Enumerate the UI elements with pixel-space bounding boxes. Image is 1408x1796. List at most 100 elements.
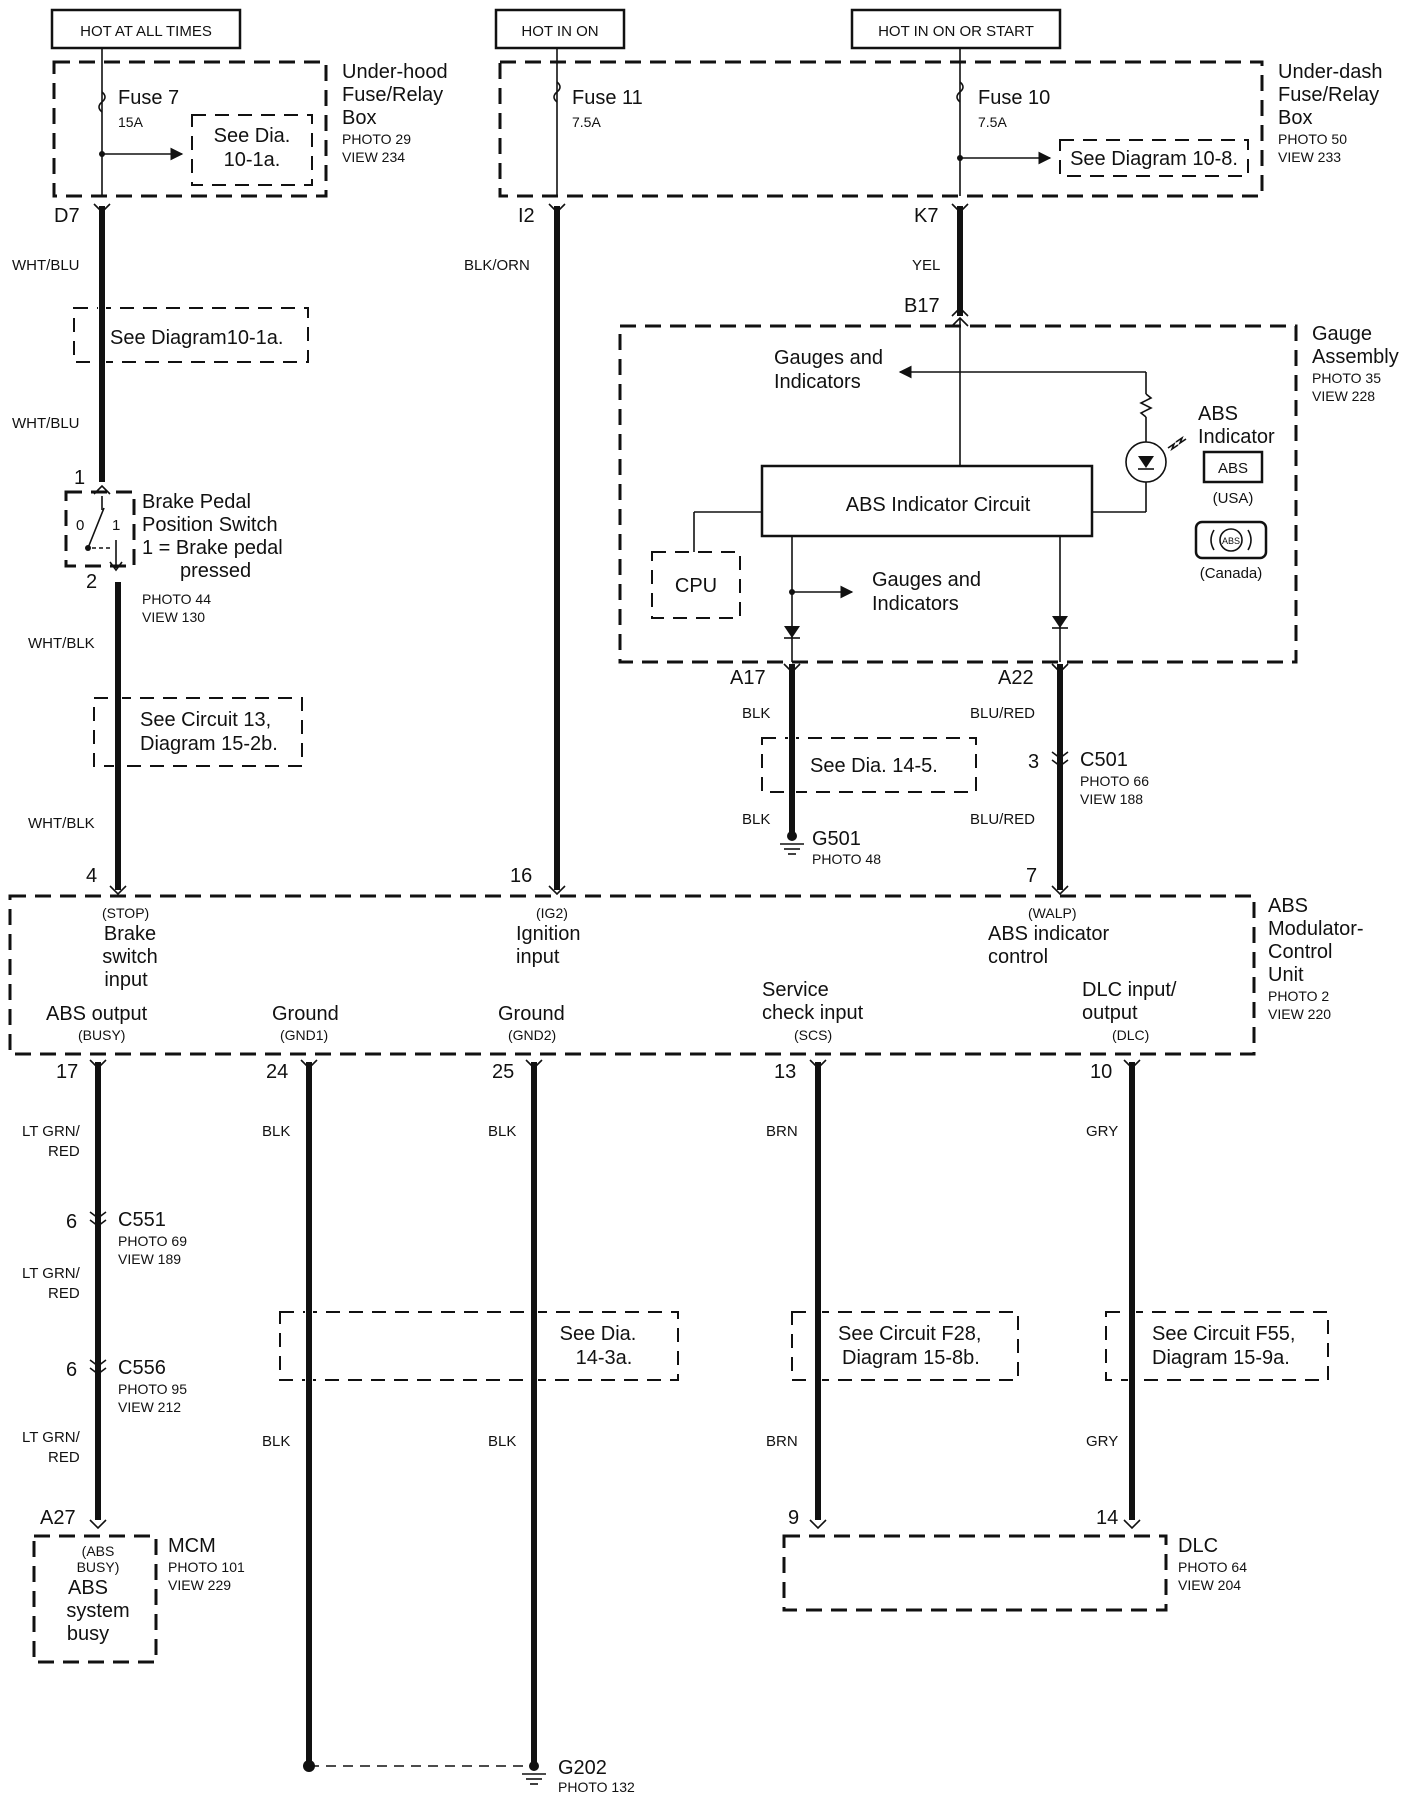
svg-text:See Circuit F55,: See Circuit F55,	[1152, 1323, 1295, 1345]
svg-text:LT GRN/: LT GRN/	[22, 1429, 81, 1446]
svg-text:Gauge: Gauge	[1312, 323, 1372, 345]
svg-text:check input: check input	[762, 1002, 864, 1024]
see-dia-14-5: See Dia. 14-5.	[761, 736, 977, 794]
svg-text:Assembly: Assembly	[1312, 346, 1399, 368]
svg-text:(ABS: (ABS	[82, 1543, 115, 1559]
svg-text:VIEW 188: VIEW 188	[1080, 791, 1143, 807]
svg-text:(WALP): (WALP)	[1028, 905, 1076, 921]
svg-text:PHOTO 64: PHOTO 64	[1178, 1559, 1247, 1575]
svg-text:Modulator-: Modulator-	[1268, 918, 1364, 940]
svg-text:G501: G501	[812, 828, 861, 850]
svg-text:Ground: Ground	[272, 1003, 339, 1025]
svg-text:1 = Brake pedal: 1 = Brake pedal	[142, 537, 283, 559]
svg-text:VIEW 229: VIEW 229	[168, 1577, 231, 1593]
svg-text:15A: 15A	[118, 114, 144, 130]
svg-text:See Circuit 13,: See Circuit 13,	[140, 709, 271, 731]
svg-text:switch: switch	[102, 946, 158, 968]
svg-text:24: 24	[266, 1061, 288, 1083]
svg-text:PHOTO 2: PHOTO 2	[1268, 988, 1329, 1004]
svg-text:Brake: Brake	[104, 923, 156, 945]
svg-text:ABS: ABS	[1198, 403, 1238, 425]
svg-text:VIEW 130: VIEW 130	[142, 609, 205, 625]
svg-text:A27: A27	[40, 1507, 76, 1529]
svg-text:(SCS): (SCS)	[794, 1027, 832, 1043]
svg-text:PHOTO 29: PHOTO 29	[342, 131, 411, 147]
hot-label-on-start: HOT IN ON OR START	[850, 8, 1062, 50]
svg-text:RED: RED	[48, 1449, 80, 1466]
svg-text:LT GRN/: LT GRN/	[22, 1123, 81, 1140]
svg-text:DLC: DLC	[1178, 1535, 1218, 1557]
svg-text:(USA): (USA)	[1213, 490, 1254, 507]
svg-text:MCM: MCM	[168, 1535, 216, 1557]
svg-text:See Dia.: See Dia.	[214, 125, 291, 147]
svg-text:BRN: BRN	[766, 1123, 798, 1140]
abs-modulator-control-unit: 4 16 7 (STOP) Brake switch input (IG2) I…	[8, 865, 1364, 1056]
svg-text:PHOTO 101: PHOTO 101	[168, 1559, 245, 1575]
svg-text:Brake Pedal: Brake Pedal	[142, 491, 251, 513]
svg-text:0: 0	[76, 517, 84, 534]
c501-connector: 3 C501 PHOTO 66 VIEW 188	[1028, 749, 1149, 807]
svg-text:DLC input/: DLC input/	[1082, 979, 1177, 1001]
see-circuit-f28: See Circuit F28, Diagram 15-8b.	[791, 1310, 1019, 1382]
svg-text:(Canada): (Canada)	[1200, 565, 1263, 582]
svg-text:BRN: BRN	[766, 1433, 798, 1450]
svg-text:BLK: BLK	[742, 705, 770, 722]
svg-text:7.5A: 7.5A	[572, 114, 601, 130]
svg-text:Box: Box	[1278, 107, 1312, 129]
svg-text:Ground: Ground	[498, 1003, 565, 1025]
c556-connector: 6 C556 PHOTO 95 VIEW 212	[66, 1357, 187, 1415]
svg-text:CPU: CPU	[675, 575, 717, 597]
svg-text:RED: RED	[48, 1143, 80, 1160]
svg-text:Ignition: Ignition	[516, 923, 581, 945]
svg-text:input: input	[104, 969, 148, 991]
svg-text:PHOTO 48: PHOTO 48	[812, 851, 881, 867]
svg-text:See Diagram10-1a.: See Diagram10-1a.	[110, 327, 283, 349]
fuse-7-label: Fuse 7	[118, 87, 179, 109]
svg-text:16: 16	[510, 865, 532, 887]
svg-text:Gauges and: Gauges and	[872, 569, 981, 591]
svg-text:GRY: GRY	[1086, 1433, 1118, 1450]
svg-text:G202: G202	[558, 1757, 607, 1779]
svg-text:WHT/BLU: WHT/BLU	[12, 257, 80, 274]
svg-text:Service: Service	[762, 979, 829, 1001]
svg-text:See Dia.: See Dia.	[560, 1323, 637, 1345]
svg-text:PHOTO 50: PHOTO 50	[1278, 131, 1347, 147]
pin-a22: A22	[998, 667, 1034, 689]
svg-text:See Dia. 14-5.: See Dia. 14-5.	[810, 755, 938, 777]
svg-text:6: 6	[66, 1359, 77, 1381]
svg-text:25: 25	[492, 1061, 514, 1083]
svg-text:13: 13	[774, 1061, 796, 1083]
hot-label-on: HOT IN ON	[494, 8, 626, 50]
pin-k7: K7	[914, 205, 938, 227]
svg-text:4: 4	[86, 865, 97, 887]
svg-text:WHT/BLK: WHT/BLK	[28, 815, 95, 832]
svg-text:10-1a.: 10-1a.	[224, 149, 281, 171]
svg-text:1: 1	[112, 517, 120, 534]
svg-text:Indicators: Indicators	[872, 593, 959, 615]
svg-text:(IG2): (IG2)	[536, 905, 568, 921]
svg-text:ABS: ABS	[1218, 460, 1248, 477]
svg-text:output: output	[1082, 1002, 1138, 1024]
svg-text:Indicators: Indicators	[774, 371, 861, 393]
hot-label-always: HOT AT ALL TIMES	[50, 8, 242, 50]
svg-text:14: 14	[1096, 1507, 1118, 1529]
pin-i2: I2	[518, 205, 535, 227]
svg-text:PHOTO 69: PHOTO 69	[118, 1233, 187, 1249]
svg-text:Control: Control	[1268, 941, 1332, 963]
svg-text:C551: C551	[118, 1209, 166, 1231]
svg-text:ABS indicator: ABS indicator	[988, 923, 1110, 945]
svg-text:BLK: BLK	[262, 1123, 290, 1140]
svg-text:LT GRN/: LT GRN/	[22, 1265, 81, 1282]
mcm-module: A27 (ABS BUSY) ABS system busy MCM PHOTO…	[32, 1507, 245, 1664]
svg-text:BLU/RED: BLU/RED	[970, 705, 1035, 722]
svg-text:PHOTO 132: PHOTO 132	[558, 1779, 635, 1795]
svg-text:14-3a.: 14-3a.	[576, 1347, 633, 1369]
pin-d7: D7	[54, 205, 80, 227]
svg-text:See Diagram 10-8.: See Diagram 10-8.	[1070, 148, 1238, 170]
svg-text:VIEW 220: VIEW 220	[1268, 1006, 1331, 1022]
svg-text:2: 2	[86, 571, 97, 593]
svg-text:7.5A: 7.5A	[978, 114, 1007, 130]
svg-text:Indicator: Indicator	[1198, 426, 1275, 448]
svg-text:VIEW 233: VIEW 233	[1278, 149, 1341, 165]
